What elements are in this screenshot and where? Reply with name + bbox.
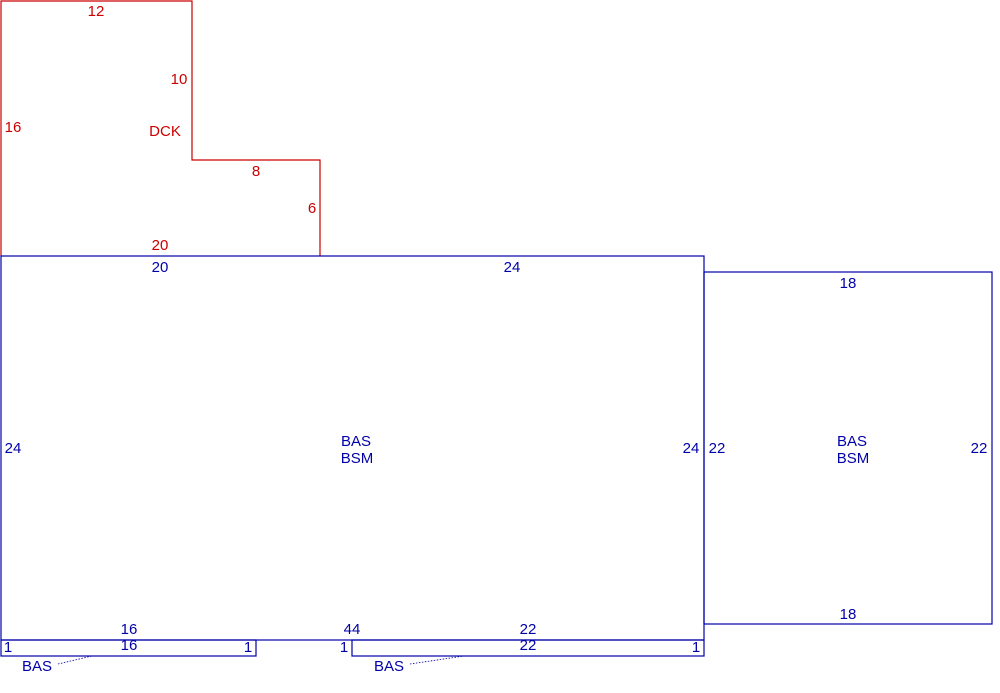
strip-right-dim-left: 1	[340, 639, 348, 656]
deck-outline	[0, 0, 321, 256]
main-dim-bottom-left: 16	[121, 621, 138, 638]
strip-right-dim-right: 1	[692, 639, 700, 656]
strip-right-code: BAS	[374, 658, 404, 675]
deck-code: DCK	[149, 123, 181, 140]
side-dim-left: 22	[709, 440, 726, 457]
main-code-line1: BAS	[341, 433, 371, 450]
deck-dim-left: 16	[5, 119, 22, 136]
side-code-line2: BSM	[837, 450, 870, 467]
side-dim-right: 22	[971, 440, 988, 457]
deck-dim-bottom: 20	[152, 237, 169, 254]
deck-dim-step: 8	[252, 163, 260, 180]
strip-right-outline	[351, 639, 705, 657]
side-area-outline	[703, 271, 993, 625]
main-code-line2: BSM	[341, 450, 374, 467]
main-dim-bottom-right: 22	[520, 621, 537, 638]
main-dim-top-right: 24	[504, 259, 521, 276]
strip-left-dim-bottom: 16	[121, 637, 138, 654]
strip-right-leader	[409, 655, 465, 665]
main-dim-bottom-mid: 44	[344, 621, 361, 638]
strip-left-leader	[57, 655, 93, 665]
main-dim-right: 24	[683, 440, 700, 457]
strip-right-dim-bottom: 22	[520, 637, 537, 654]
side-dim-top: 18	[840, 275, 857, 292]
deck-dim-upper-right: 10	[171, 71, 188, 88]
strip-left-dim-right: 1	[244, 639, 252, 656]
main-dim-top-left: 20	[152, 259, 169, 276]
deck-dim-top: 12	[88, 3, 105, 20]
strip-left-code: BAS	[22, 658, 52, 675]
deck-dim-lower-right: 6	[308, 200, 316, 217]
side-code-line1: BAS	[837, 433, 867, 450]
main-dim-left: 24	[5, 440, 22, 457]
strip-left-outline	[0, 639, 257, 657]
side-dim-bottom: 18	[840, 606, 857, 623]
strip-left-dim-left: 1	[4, 639, 12, 656]
